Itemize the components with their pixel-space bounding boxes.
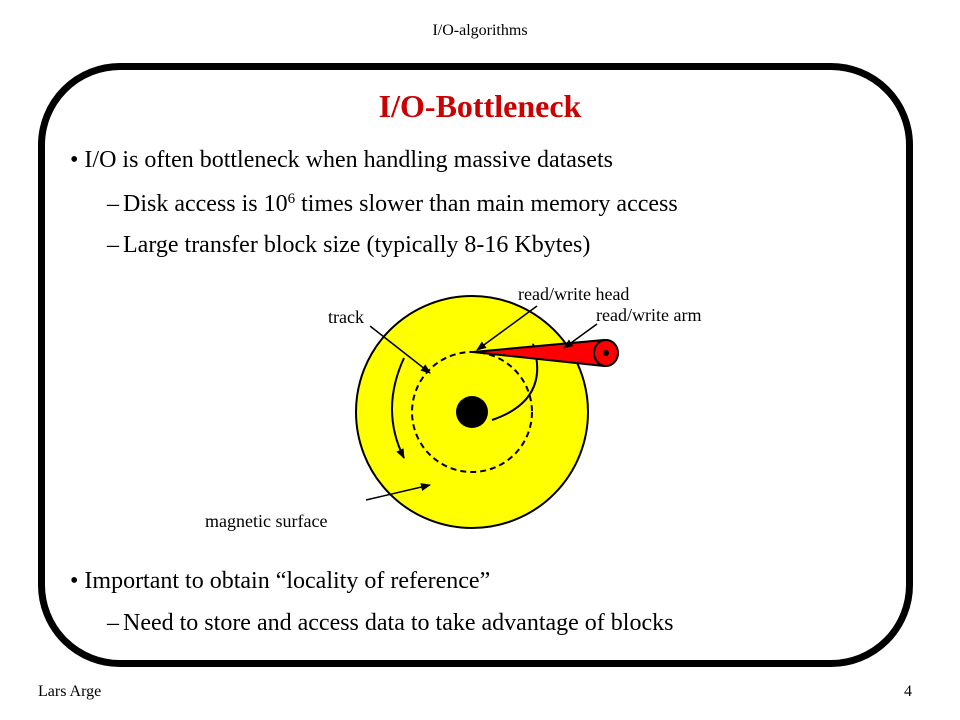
footer-author: Lars Arge (38, 683, 102, 700)
label-read-write-arm: read/write arm (596, 305, 701, 325)
subbullet-3-text: Need to store and access data to take ad… (123, 610, 674, 636)
course-header: I/O-algorithms (432, 22, 528, 39)
bullet-marker: • (70, 147, 79, 173)
arm-pivot-center (603, 350, 609, 356)
bullet-marker: • (70, 568, 79, 594)
exponent: 6 (287, 191, 296, 207)
pointer-arm (563, 323, 598, 349)
pointer-track (369, 325, 431, 374)
bullet-2-text: Important to obtain “locality of referen… (84, 568, 491, 594)
subbullet-blocks: –Need to store and access data to take a… (107, 610, 673, 637)
pointer-head (476, 305, 538, 351)
disk-track (411, 351, 533, 473)
subbullet-block-size: –Large transfer block size (typically 8-… (107, 232, 590, 259)
subbullet-disk-access: –Disk access is 106 times slower than ma… (107, 191, 678, 218)
subbullet-1-after: times slower than main memory access (295, 191, 678, 217)
bullet-1: • I/O is often bottleneck when handling … (70, 147, 613, 174)
disk-spindle (456, 396, 488, 428)
rotation-arrow-left (391, 357, 405, 459)
sub-marker: – (107, 610, 119, 636)
slide-title: I/O-Bottleneck (378, 88, 582, 124)
label-read-write-head: read/write head (518, 284, 629, 304)
slide-frame (38, 63, 913, 667)
bullet-2: • Important to obtain “locality of refer… (70, 568, 490, 595)
sub-marker: – (107, 232, 119, 258)
subbullet-2-text: Large transfer block size (typically 8-1… (123, 232, 591, 258)
bullet-1-text: I/O is often bottleneck when handling ma… (84, 147, 613, 173)
sub-marker: – (107, 191, 119, 217)
subbullet-1-before: Disk access is 10 (123, 191, 288, 217)
page-number: 4 (904, 683, 912, 700)
label-magnetic-surface: magnetic surface (205, 511, 327, 531)
label-track: track (328, 307, 364, 327)
pointer-surface (365, 483, 431, 501)
